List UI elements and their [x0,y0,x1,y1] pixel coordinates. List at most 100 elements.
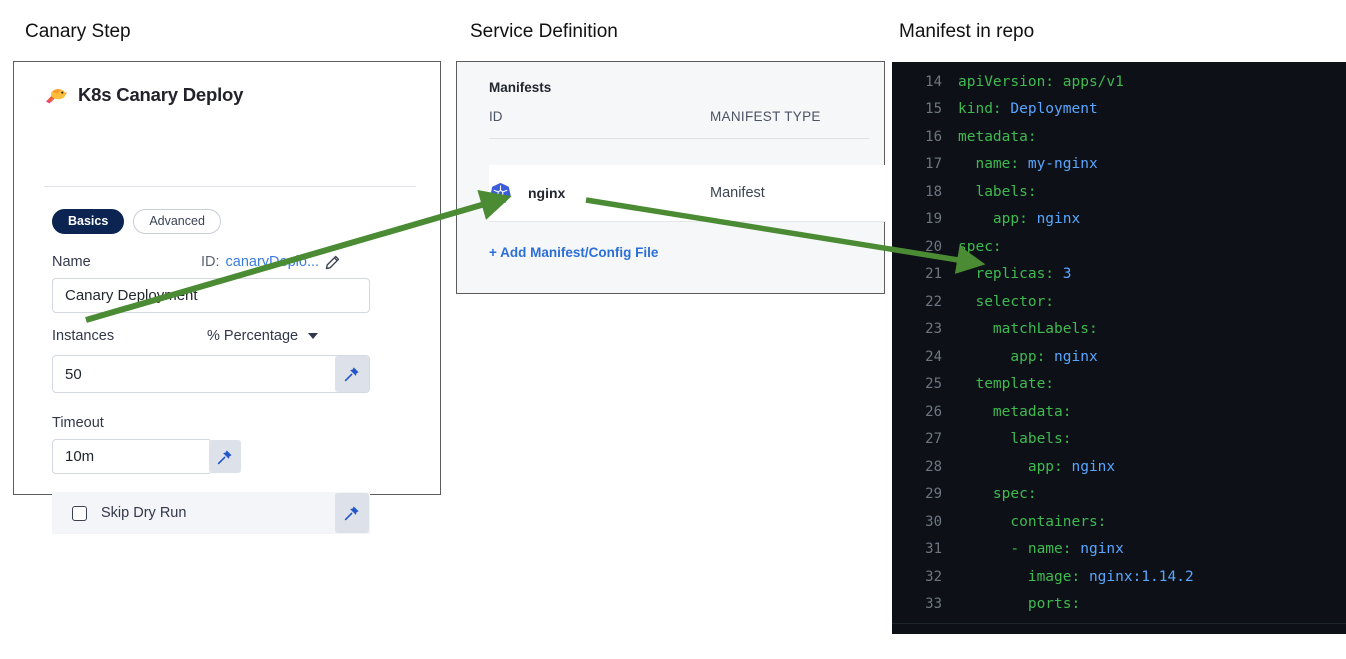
code-line-value: apps/v1 [1054,73,1124,90]
code-line-number: 19 [925,211,942,228]
add-manifest-config-file-link[interactable]: + Add Manifest/Config File [489,245,659,260]
code-line-number: 18 [925,183,942,200]
code-line-value: 3 [1054,266,1072,283]
code-line-number: 21 [925,266,942,283]
canary-card-header: K8s Canary Deploy [44,84,243,106]
step-id-value[interactable]: canaryDeplo... [225,254,320,270]
code-line-text: replicas: 3 [958,266,1072,283]
code-line-text: app: nginx [958,211,1081,228]
code-line-value: nginx [1071,541,1124,558]
code-line-text: spec: [958,238,1002,255]
code-line-number: 28 [925,458,942,475]
code-line-text: ports: [958,596,1081,613]
canary-card-title: K8s Canary Deploy [78,84,244,105]
name-field-label: Name [52,254,91,270]
skip-dry-run-row[interactable]: Skip Dry Run [52,492,370,534]
code-line: 32 image: nginx:1.14.2 [892,563,1346,591]
code-line-number: 20 [925,238,942,255]
code-line-value: nginx [1062,458,1116,475]
code-line-text: kind: Deployment [958,101,1098,118]
kubernetes-icon [489,182,512,205]
code-line-value: nginx [1045,348,1098,365]
chevron-down-icon [308,333,319,339]
code-line-text: labels: [958,183,1037,200]
code-line-value: my-nginx [1019,156,1098,173]
code-line-number: 23 [925,321,942,338]
tab-advanced[interactable]: Advanced [133,209,221,234]
caption-service-definition: Service Definition [470,21,618,42]
code-line-text: containers: [958,513,1107,530]
code-line-text: app: nginx [958,348,1098,365]
pin-icon [344,505,360,521]
code-line: 17 name: my-nginx [892,151,1346,179]
code-line-number: 30 [925,513,942,530]
code-line-value: nginx:1.14.2 [1080,568,1194,585]
code-line-text: spec: [958,486,1037,503]
code-line-value: nginx [1027,211,1081,228]
code-line-number: 31 [925,541,942,558]
skip-dry-run-pin-button[interactable] [335,493,369,533]
manifests-section-title: Manifests [489,80,552,95]
skip-dry-run-label: Skip Dry Run [101,505,187,521]
skip-dry-run-checkbox[interactable] [72,505,87,521]
code-line-number: 33 [925,596,942,613]
code-line-text: name: my-nginx [958,156,1098,173]
code-line-number: 24 [925,348,942,365]
code-line: 25 template: [892,371,1346,399]
code-line: 29 spec: [892,481,1346,509]
table-row[interactable]: nginx Manifest [489,165,886,222]
pin-icon [217,449,233,465]
instances-unit-label: % Percentage [207,328,299,344]
code-line-number: 26 [925,403,942,420]
code-line: 19 app: nginx [892,206,1346,234]
code-line: 27 labels: [892,426,1346,454]
timeout-pin-button[interactable] [209,440,241,473]
code-line: 23 matchLabels: [892,316,1346,344]
card-divider [44,186,416,187]
tab-basics[interactable]: Basics [52,209,125,234]
code-line: 15 kind: Deployment [892,96,1346,124]
code-line-text: template: [958,376,1055,393]
code-line-text: matchLabels: [958,321,1098,338]
manifest-id-cell[interactable]: nginx [528,185,566,201]
code-line: 30 containers: [892,508,1346,536]
canary-bird-icon [44,84,68,106]
code-line-number: 17 [925,156,942,173]
code-line-text: app: nginx [958,458,1116,475]
code-line: 31 - name: nginx [892,536,1346,564]
code-line-number: 15 [925,101,942,118]
instances-input[interactable]: 50 [52,355,370,393]
caption-canary-step: Canary Step [25,21,131,42]
instances-field-label: Instances [52,328,115,344]
code-line-text: labels: [958,431,1072,448]
timeout-field-label: Timeout [52,415,104,431]
code-line-text: image: nginx:1.14.2 [958,568,1194,585]
code-line: 21 replicas: 3 [892,261,1346,289]
timeout-input[interactable]: 10m [52,439,212,474]
code-line-text: metadata: [958,403,1072,420]
code-line-number: 32 [925,568,942,585]
code-line-number: 29 [925,486,942,503]
code-line: 24 app: nginx [892,343,1346,371]
canary-tabs: Basics Advanced [52,209,221,234]
pencil-icon[interactable] [325,255,340,270]
instances-unit-select[interactable]: % Percentage [207,328,319,344]
column-header-manifest-type: MANIFEST TYPE [710,109,821,124]
table-header-divider [489,138,869,139]
instances-pin-button[interactable] [335,356,369,392]
code-line-value: Deployment [1001,101,1098,118]
code-line-text: apiVersion: apps/v1 [958,73,1124,90]
code-line: 22 selector: [892,288,1346,316]
code-line: 26 metadata: [892,398,1346,426]
step-id-prefix: ID: [201,254,220,270]
code-line-number: 25 [925,376,942,393]
name-input[interactable]: Canary Deployment [52,278,370,313]
code-line-number: 16 [925,128,942,145]
code-line-number: 14 [925,73,942,90]
step-id-row: ID: canaryDeplo... [201,254,340,270]
code-viewer-bottom-bar [892,623,1346,634]
service-definition-panel: Manifests ID MANIFEST TYPE nginx Manifes… [456,61,886,294]
